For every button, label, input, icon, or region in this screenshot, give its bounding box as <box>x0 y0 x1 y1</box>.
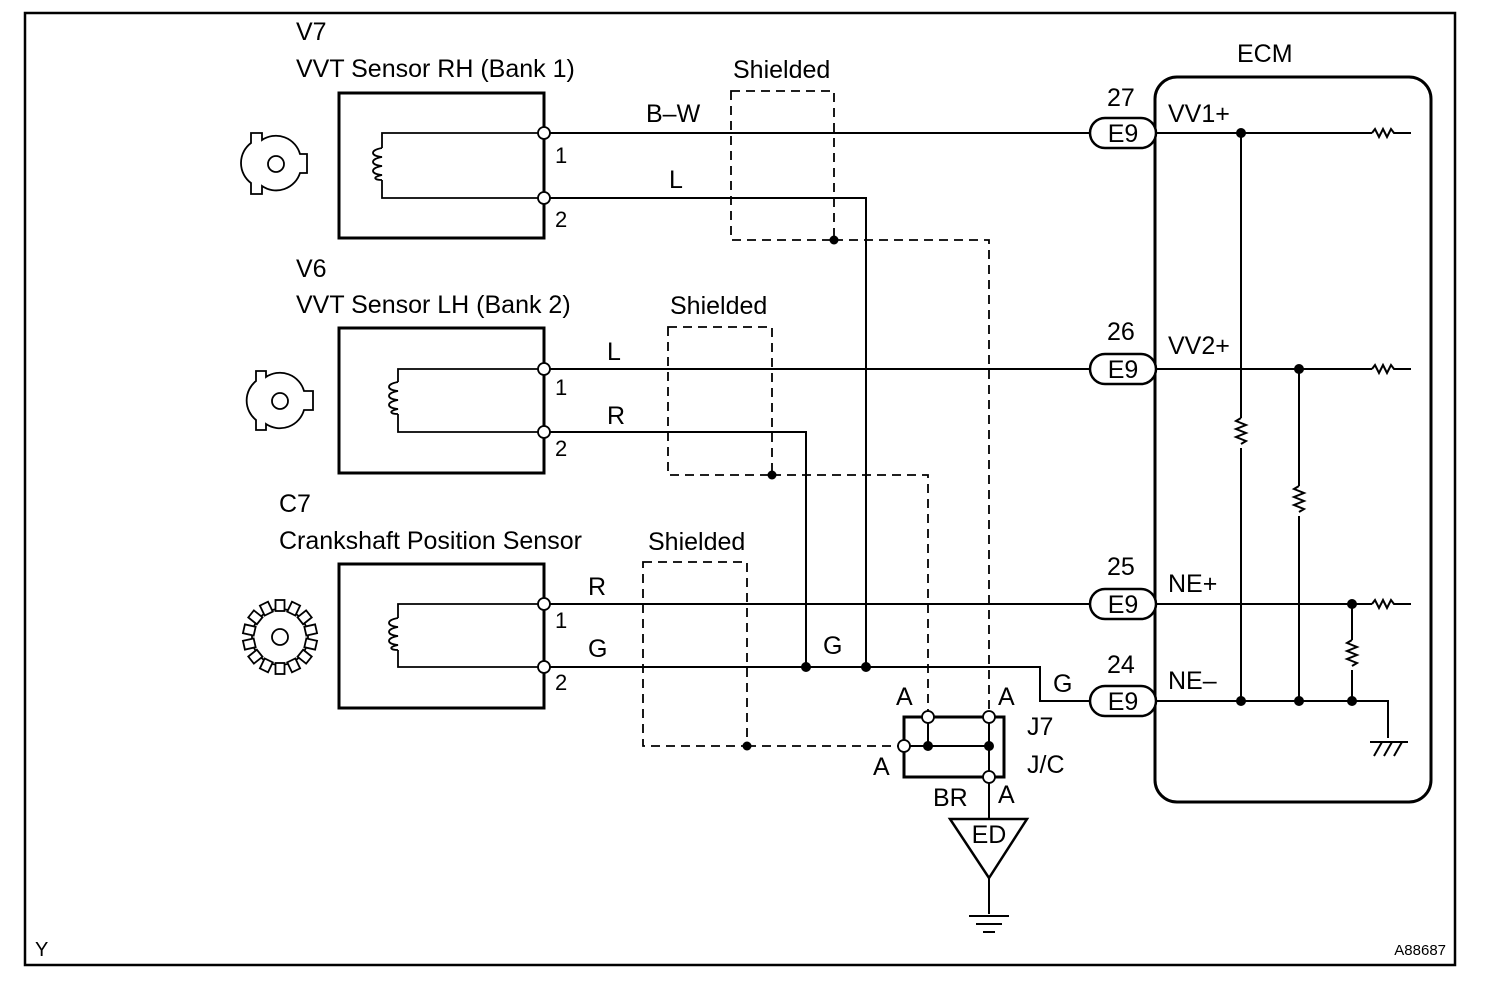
wire-c7-g <box>544 666 1090 702</box>
splice-dot <box>801 662 811 672</box>
gear-tooth <box>241 637 257 651</box>
gear-tooth <box>303 637 319 651</box>
ecm-pin-number: 24 <box>1107 651 1135 679</box>
c7-pin-1: 1 <box>555 608 567 633</box>
ecm-signal-vv2: VV2+ <box>1168 332 1230 360</box>
ecm-connector-24: E9 24 <box>1088 651 1158 718</box>
v7-name: VVT Sensor RH (Bank 1) <box>296 55 575 83</box>
ecm-connector-27: E9 27 <box>1088 84 1158 150</box>
ecm-title: ECM <box>1237 40 1293 68</box>
gear-tooth <box>274 662 286 675</box>
gear-tooth <box>296 609 313 626</box>
wire-label-bw: B–W <box>646 100 701 128</box>
v7-shield-label: Shielded <box>733 56 830 84</box>
footer-left-code: Y <box>35 939 48 961</box>
svg-text:E9: E9 <box>1108 591 1139 619</box>
ecm-pin-number: 26 <box>1107 318 1135 346</box>
wire-label-g: G <box>588 635 607 663</box>
v6-pin-2: 2 <box>555 436 567 461</box>
v7-shield-drain-dot <box>829 235 839 245</box>
v7-shield-drain <box>834 239 990 717</box>
junction-pin-a: A <box>998 781 1015 809</box>
v6-shield-drain-dot <box>767 470 777 480</box>
v6-rotor-icon <box>245 370 314 431</box>
c7-reluctor-gear-icon <box>241 599 319 675</box>
gear-tooth <box>296 648 313 665</box>
gear-tooth <box>247 609 264 626</box>
gear-tooth <box>258 600 274 617</box>
v7-coil-icon <box>372 132 544 199</box>
wire-label-r: R <box>588 573 606 601</box>
gear-tooth <box>286 657 302 674</box>
ecm-box <box>1153 75 1433 804</box>
v6-terminal-1 <box>537 362 551 376</box>
v6-pin-1: 1 <box>555 375 567 400</box>
v6-coil-icon <box>388 368 544 433</box>
splice-dot <box>861 662 871 672</box>
junction-pin-a: A <box>998 683 1015 711</box>
c7-shield-label: Shielded <box>648 528 745 556</box>
wire-label-l: L <box>607 338 621 366</box>
c7-terminal-2 <box>537 660 551 674</box>
svg-text:E9: E9 <box>1108 688 1139 716</box>
figure-id: A88687 <box>1394 942 1446 959</box>
wire-v7-l <box>544 197 867 667</box>
v6-name: VVT Sensor LH (Bank 2) <box>296 291 571 319</box>
junction-connector-j7 <box>897 710 1006 784</box>
v7-terminal-1 <box>537 126 551 140</box>
c7-shield-drain-dot <box>742 741 752 751</box>
c7-sensor-box <box>337 562 546 710</box>
wire-label-br: BR <box>933 784 968 812</box>
v6-shield-label: Shielded <box>670 292 767 320</box>
v6-terminal-2 <box>537 425 551 439</box>
v6-sensor-box <box>337 326 546 475</box>
v7-pin-1: 1 <box>555 143 567 168</box>
ground-symbol-icon <box>969 878 1009 933</box>
svg-text:E9: E9 <box>1108 356 1139 384</box>
v7-pin-2: 2 <box>555 207 567 232</box>
wire-v6-r <box>544 431 807 667</box>
gear-tooth <box>303 623 319 637</box>
v7-terminal-2 <box>537 191 551 205</box>
ecm-connector-25: E9 25 <box>1088 553 1158 621</box>
ground-triangle-icon <box>947 817 1030 881</box>
wire-label-g: G <box>823 632 842 660</box>
v6-shield <box>667 326 773 476</box>
v7-sensor-box <box>337 91 546 240</box>
gear-tooth <box>247 648 264 665</box>
v7-rotor-icon <box>240 132 308 195</box>
c7-coil-icon <box>388 603 544 668</box>
v7-code: V7 <box>296 18 327 46</box>
junction-pin-a: A <box>896 683 913 711</box>
ecm-internal-circuit <box>1156 126 1411 757</box>
v6-code: V6 <box>296 255 327 283</box>
ground-point-label: ED <box>972 821 1007 849</box>
ecm-connector-26: E9 26 <box>1088 318 1158 386</box>
ecm-signal-vv1: VV1+ <box>1168 100 1230 128</box>
c7-terminal-1 <box>537 597 551 611</box>
ecm-signal-ne-plus: NE+ <box>1168 570 1217 598</box>
junction-pin-a: A <box>873 753 890 781</box>
ecm-pin-number: 25 <box>1107 553 1135 581</box>
svg-text:E9: E9 <box>1108 120 1139 148</box>
c7-name: Crankshaft Position Sensor <box>279 527 582 555</box>
v6-shield-drain <box>772 474 929 717</box>
gear-tooth <box>286 600 302 617</box>
c7-shield <box>642 561 748 747</box>
wire-label-r: R <box>607 402 625 430</box>
gear-tooth <box>274 599 286 612</box>
gear-tooth <box>258 657 274 674</box>
wire-label-l: L <box>669 166 683 194</box>
junction-code: J7 <box>1027 713 1053 741</box>
wire-label-g: G <box>1053 670 1072 698</box>
ecm-pin-number: 27 <box>1107 84 1135 112</box>
c7-code: C7 <box>279 490 311 518</box>
junction-type: J/C <box>1027 751 1065 779</box>
c7-pin-2: 2 <box>555 670 567 695</box>
gear-tooth <box>241 623 257 637</box>
diagram-frame <box>23 11 1457 967</box>
ecm-signal-ne-minus: NE– <box>1168 667 1217 695</box>
v7-shield <box>730 90 835 241</box>
